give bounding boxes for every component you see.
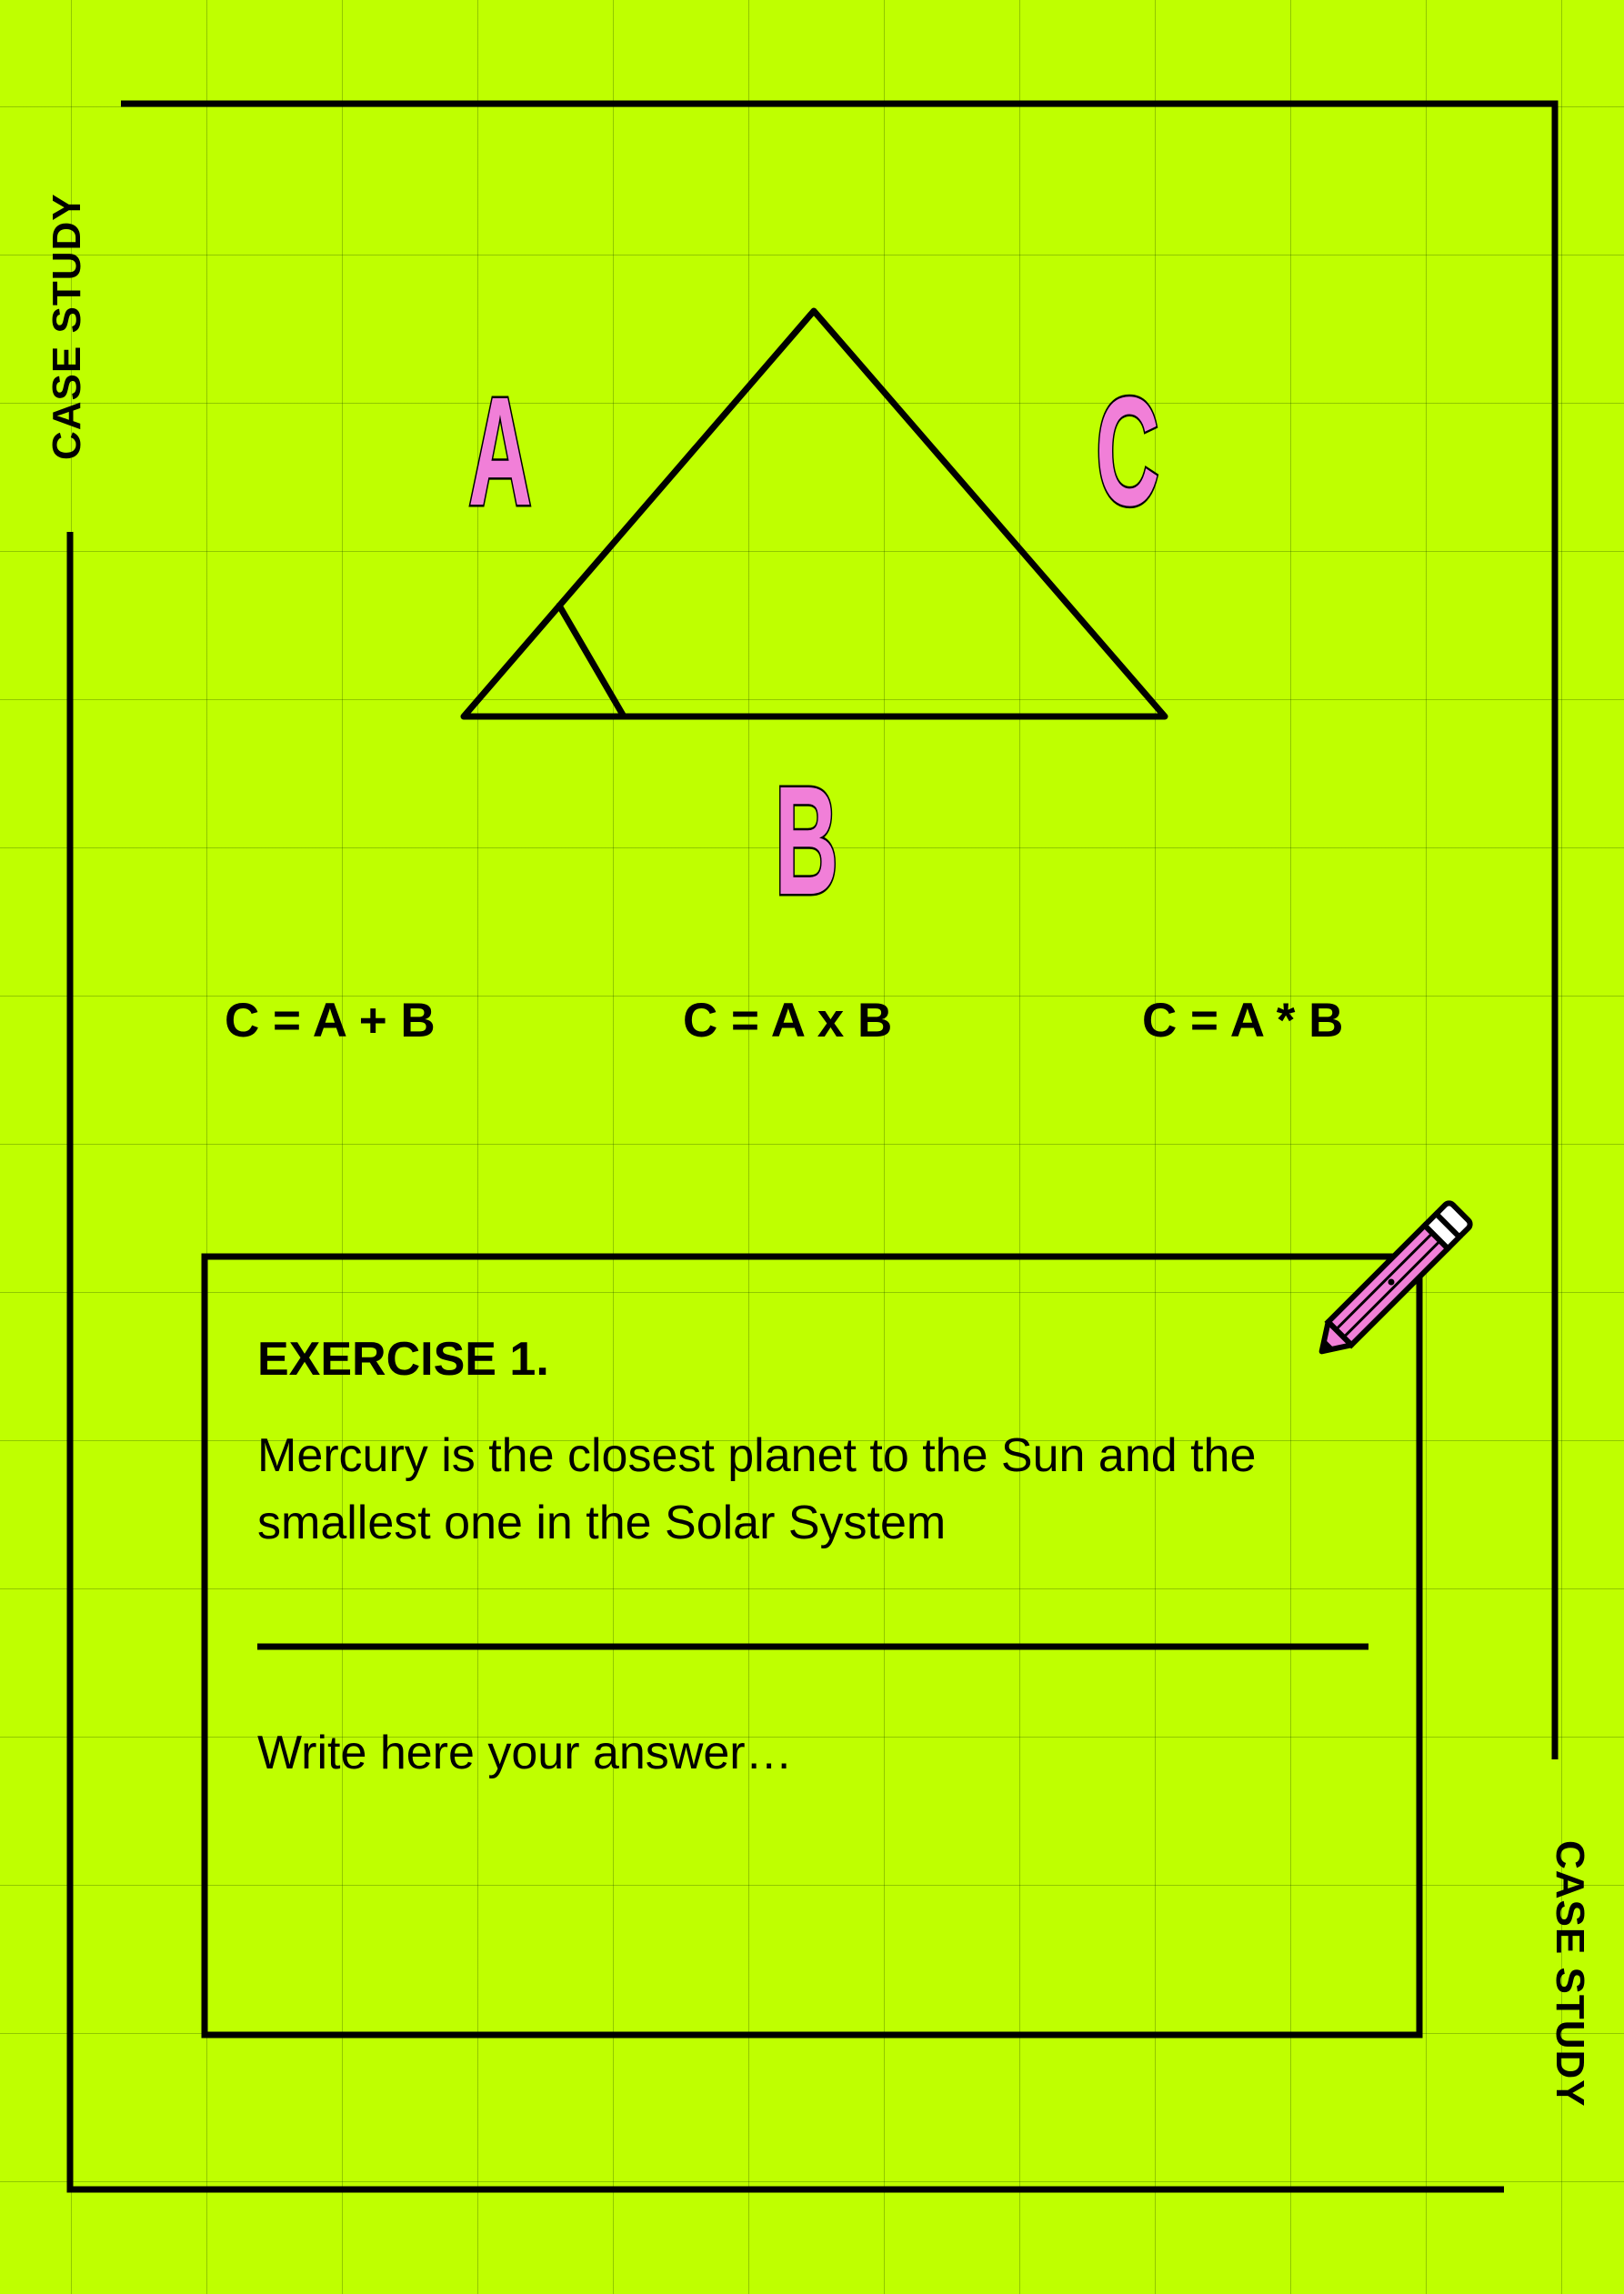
label-b-text: B: [775, 757, 838, 903]
formula-product: C = A x B: [683, 994, 893, 1047]
triangle: [460, 307, 1168, 720]
formula-star: C = A * B: [1142, 994, 1344, 1047]
answer-field[interactable]: [257, 1717, 1348, 1789]
angle-mark: [556, 602, 627, 720]
label-a: A: [466, 368, 535, 514]
label-b: B: [773, 757, 841, 903]
triangle-diagram: [460, 307, 1168, 720]
label-c-text: C: [1096, 368, 1159, 514]
label-c: C: [1094, 368, 1162, 514]
exercise-title: EXERCISE 1.: [257, 1333, 549, 1386]
side-label-bottom: CASE STUDY: [1548, 1840, 1592, 2108]
pencil-icon: [1318, 1200, 1473, 1355]
exercise-text: Mercury is the closest planet to the Sun…: [257, 1429, 1257, 1549]
formula-sum: C = A + B: [225, 994, 436, 1047]
label-a-text: A: [468, 368, 532, 514]
